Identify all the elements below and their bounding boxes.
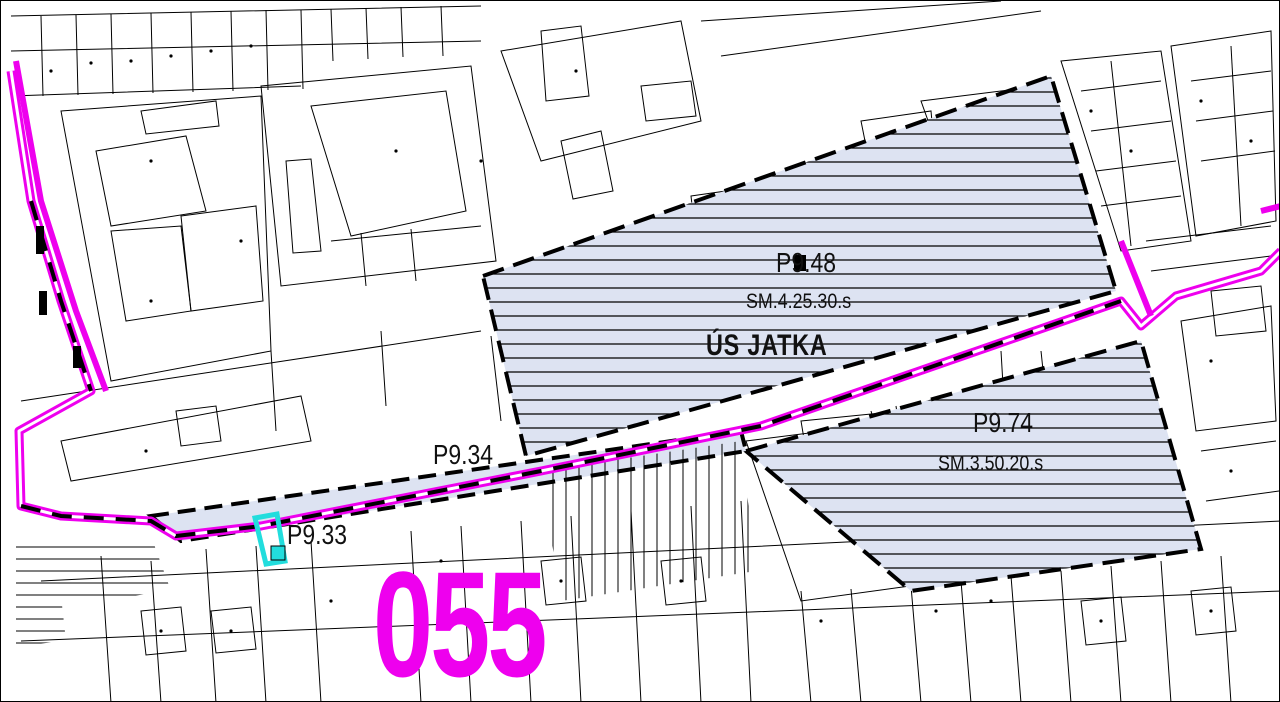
parcel-points <box>49 44 1253 633</box>
road-markers <box>36 226 806 368</box>
plot-p9-74-area[interactable] <box>741 338 1204 594</box>
plot-code-label: P9.34 <box>433 439 494 470</box>
area-name-label: ÚS JATKA <box>706 329 828 362</box>
district-number-label: 055 <box>373 540 547 702</box>
plot-p9-33-marker[interactable] <box>251 511 288 567</box>
plot-regulation-label: SM.4.25.30.s <box>746 290 852 313</box>
lower-left-hatch <box>16 536 171 646</box>
row-houses-hatch <box>541 441 756 601</box>
plot-code-label: P9.74 <box>973 407 1034 438</box>
plot-regulation-label: SM.3.50.20.s <box>938 452 1044 475</box>
parcel-lines <box>10 1 1279 701</box>
plot-code-label: P9.48 <box>776 247 837 278</box>
plot-code-label: P9.33 <box>287 519 348 550</box>
